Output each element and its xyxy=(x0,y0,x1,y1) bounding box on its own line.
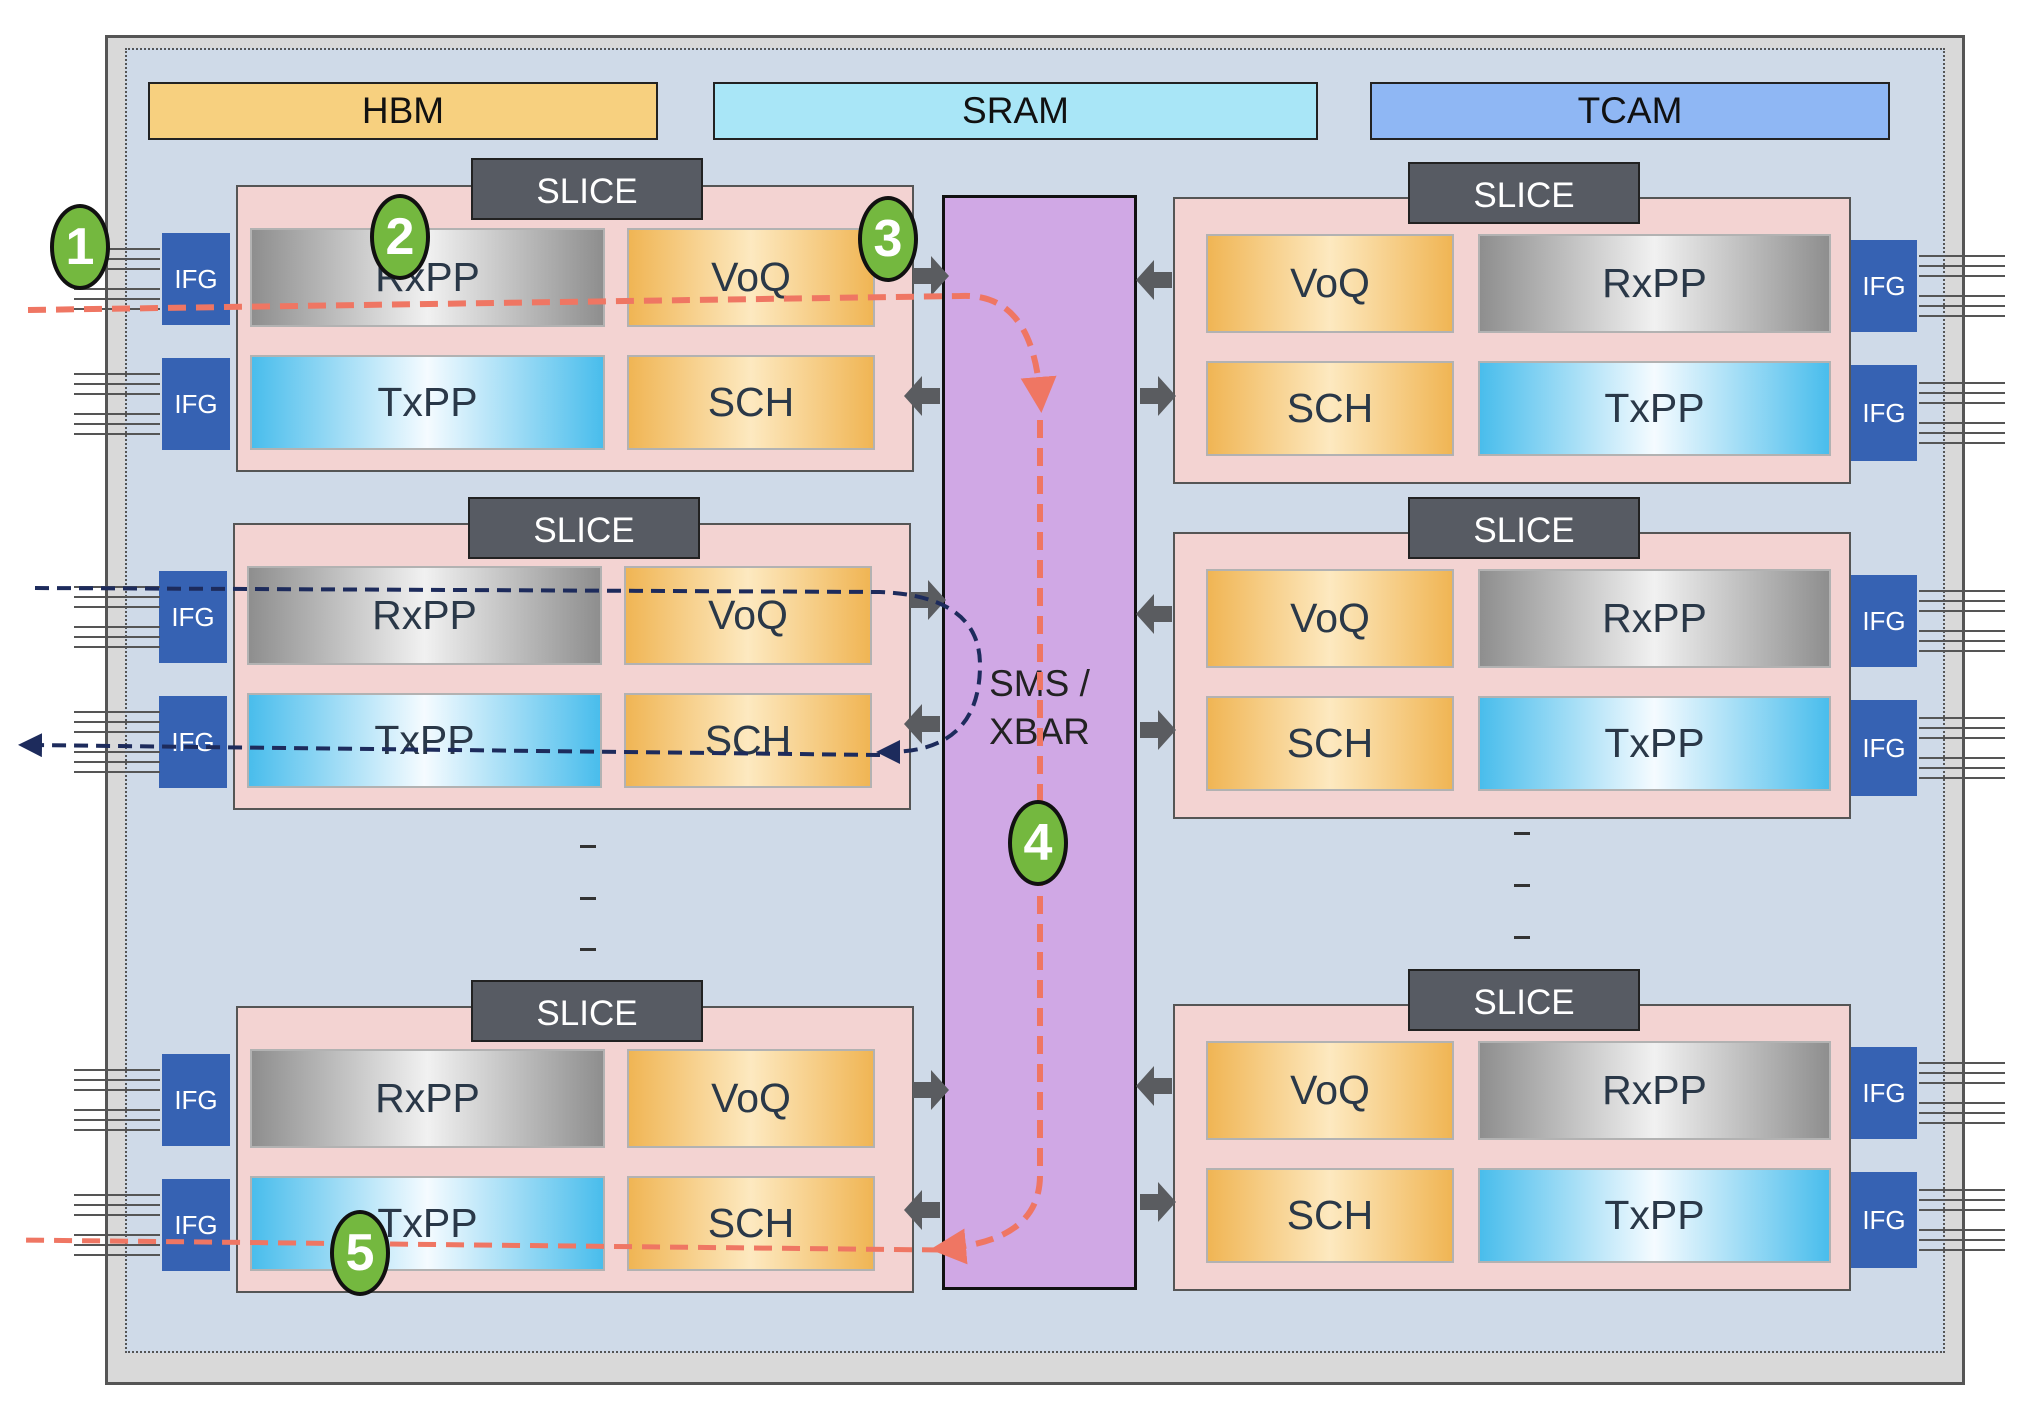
unicast-path xyxy=(930,420,1043,1265)
sch-block: SCH xyxy=(627,355,875,450)
slice-tab-right-1: SLICE xyxy=(1408,162,1640,224)
txpp-block: TxPP xyxy=(1478,361,1831,456)
step-4-badge: 4 xyxy=(1008,800,1068,886)
ifg-port: IFG xyxy=(162,1054,230,1146)
ellipsis-dash xyxy=(580,845,596,848)
ifg-port: IFG xyxy=(162,1179,230,1271)
step-1-badge: 1 xyxy=(50,204,110,290)
ifg-port: IFG xyxy=(162,358,230,450)
txpp-block: TxPP xyxy=(250,1176,605,1271)
rxpp-block: RxPP xyxy=(247,566,602,665)
arrow-left xyxy=(1136,260,1172,300)
rxpp-block: RxPP xyxy=(250,1049,605,1148)
voq-block: VoQ xyxy=(1206,1041,1454,1140)
txpp-block: TxPP xyxy=(1478,696,1831,791)
arrow-right xyxy=(913,256,949,296)
sch-block: SCH xyxy=(1206,696,1454,791)
voq-block: VoQ xyxy=(627,228,875,327)
arrow-left xyxy=(904,704,940,744)
arrow-right xyxy=(1140,1182,1176,1222)
arrow-right xyxy=(913,1070,949,1110)
ellipsis-dash xyxy=(580,948,596,951)
txpp-block: TxPP xyxy=(247,693,602,788)
voq-block: VoQ xyxy=(1206,569,1454,668)
sram-bar: SRAM xyxy=(713,82,1318,140)
txpp-block: TxPP xyxy=(1478,1168,1831,1263)
ifg-port: IFG xyxy=(159,571,227,663)
port-line-group xyxy=(74,248,2005,1256)
voq-block: VoQ xyxy=(627,1049,875,1148)
local-path xyxy=(34,586,983,764)
rxpp-block: RxPP xyxy=(1478,1041,1831,1140)
slice-tab-left-2: SLICE xyxy=(468,497,700,559)
sch-block: SCH xyxy=(1206,361,1454,456)
ellipsis-dash xyxy=(1514,884,1530,887)
slice-tab-right-2: SLICE xyxy=(1408,497,1640,559)
ellipsis-dash xyxy=(580,897,596,900)
arrow-left xyxy=(1136,594,1172,634)
sch-block: SCH xyxy=(627,1176,875,1271)
step-3-badge: 3 xyxy=(858,196,918,282)
ifg-port: IFG xyxy=(159,696,227,788)
slice-tab-left-1: SLICE xyxy=(471,158,703,220)
ifg-port: IFG xyxy=(1851,575,1917,667)
rxpp-block: RxPP xyxy=(1478,569,1831,668)
slice-tab-left-3: SLICE xyxy=(471,980,703,1042)
slice-tab-right-3: SLICE xyxy=(1408,969,1640,1031)
voq-block: VoQ xyxy=(624,566,872,665)
ifg-port: IFG xyxy=(1851,240,1917,332)
ifg-port: IFG xyxy=(1851,700,1917,796)
rxpp-block: RxPP xyxy=(1478,234,1831,333)
sch-block: SCH xyxy=(1206,1168,1454,1263)
local-path xyxy=(18,733,881,758)
step-5-badge: 5 xyxy=(330,1210,390,1296)
ellipsis-dash xyxy=(1514,832,1530,835)
ellipsis-dash xyxy=(1514,936,1530,939)
voq-block: VoQ xyxy=(1206,234,1454,333)
arrow-left xyxy=(904,1190,940,1230)
arrow-right xyxy=(1140,710,1176,750)
ifg-port: IFG xyxy=(1851,365,1917,461)
tcam-bar: TCAM xyxy=(1370,82,1890,140)
ifg-port: IFG xyxy=(1851,1047,1917,1139)
txpp-block: TxPP xyxy=(250,355,605,450)
ifg-port: IFG xyxy=(1851,1172,1917,1268)
arrow-left xyxy=(904,376,940,416)
unicast-path xyxy=(17,1237,941,1253)
sch-block: SCH xyxy=(624,693,872,788)
step-2-badge: 2 xyxy=(370,194,430,280)
arrow-right xyxy=(1140,376,1176,416)
arrow-left xyxy=(1136,1066,1172,1106)
unicast-path xyxy=(27,292,1057,413)
hbm-bar: HBM xyxy=(148,82,658,140)
